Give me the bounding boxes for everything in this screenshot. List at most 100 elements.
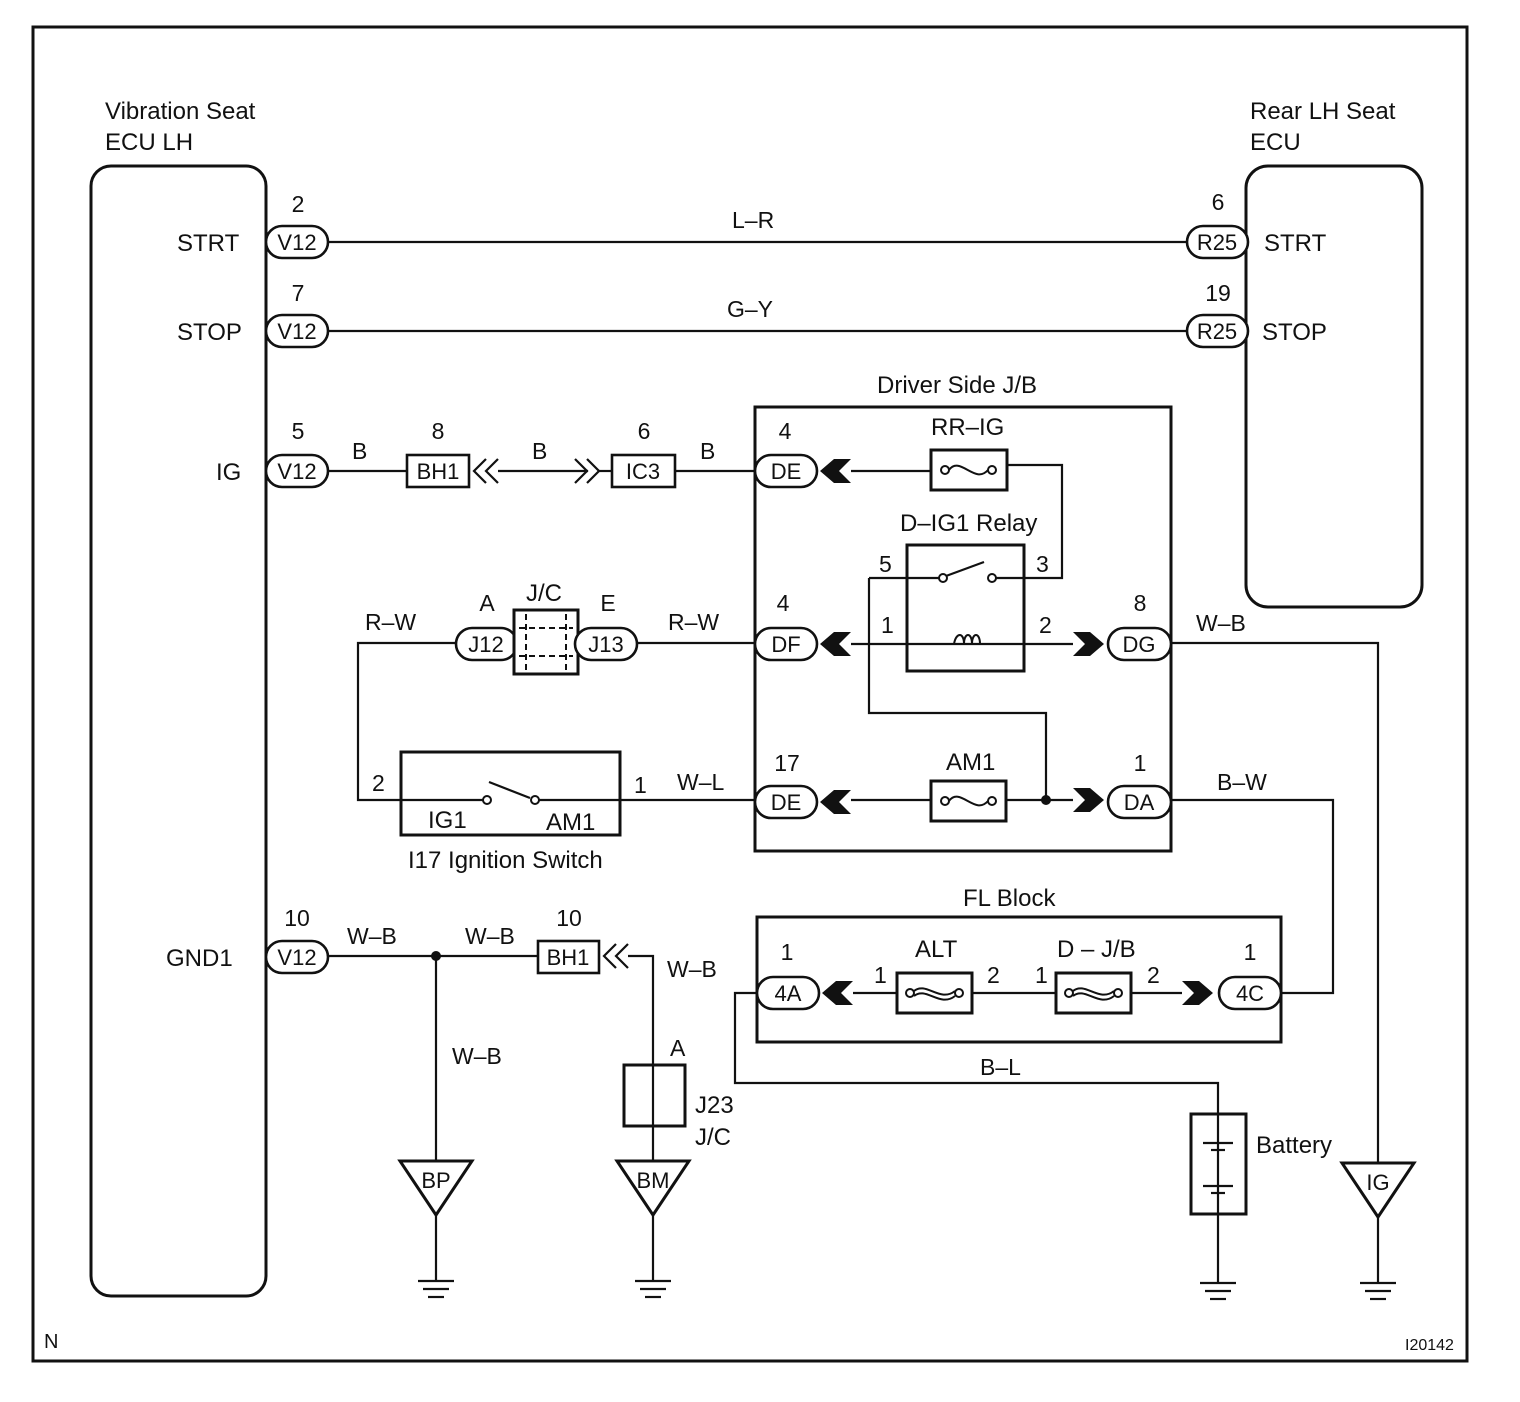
fuse-label-rr-ig: RR–IG xyxy=(931,414,1004,441)
svg-text:R25: R25 xyxy=(1197,319,1237,344)
pin-djb-1: 1 xyxy=(1035,962,1048,988)
terminal-stop-left: STOP xyxy=(177,319,242,346)
connector-de-bottom: DE xyxy=(753,784,819,820)
ground-ig: IG xyxy=(1339,1161,1417,1301)
connector-4a: 4A xyxy=(755,975,821,1011)
fuse-alt xyxy=(895,971,974,1015)
pin-r25-strt: 6 xyxy=(1212,189,1225,215)
svg-text:BP: BP xyxy=(421,1168,450,1193)
j23-label-line2: J/C xyxy=(695,1124,731,1151)
wire-label-dg: W–B xyxy=(1196,610,1246,636)
wire-label-strt: L–R xyxy=(732,207,774,233)
arrow-da xyxy=(1073,788,1104,812)
ignition-switch xyxy=(399,750,622,837)
pin-r25-stop: 19 xyxy=(1205,280,1231,306)
terminal-ig1: IG1 xyxy=(428,807,467,834)
wire-relay5-da-branch xyxy=(867,578,1048,800)
svg-text:IC3: IC3 xyxy=(626,459,660,484)
pin-bh1-gnd: 10 xyxy=(556,905,582,931)
connector-j12: J12 xyxy=(454,626,519,662)
pin-df: 4 xyxy=(777,590,790,616)
wire-label-gnd-1: W–B xyxy=(347,923,397,949)
wire-label-bw: B–W xyxy=(1217,769,1267,795)
corner-label-left: N xyxy=(44,1331,58,1353)
arrow-de-top xyxy=(820,459,851,483)
pin-4a: 1 xyxy=(781,939,794,965)
wire-rw-left xyxy=(356,641,456,802)
pin-j13: E xyxy=(600,590,615,616)
pin-relay-3: 3 xyxy=(1036,551,1049,577)
wire-label-gnd-4: W–B xyxy=(667,956,717,982)
svg-text:BM: BM xyxy=(637,1168,670,1193)
driver-side-jb xyxy=(753,405,1173,853)
ignition-switch-contact xyxy=(401,780,620,805)
svg-text:V12: V12 xyxy=(277,459,316,484)
svg-text:DE: DE xyxy=(771,459,802,484)
wire-label-ig-3: B xyxy=(700,438,715,464)
chevron-bh1-gnd xyxy=(602,943,629,969)
fuse-label-d-jb: D – J/B xyxy=(1057,936,1136,963)
connector-dg: DG xyxy=(1106,626,1173,662)
driver-side-jb-title: Driver Side J/B xyxy=(877,372,1037,399)
fl-block xyxy=(755,915,1283,1044)
chevron-bh1-left xyxy=(472,458,499,484)
wire-label-rw-left: R–W xyxy=(365,609,416,635)
connector-r25-stop: R25 xyxy=(1185,313,1250,349)
terminal-ig: IG xyxy=(216,459,241,486)
svg-text:BH1: BH1 xyxy=(417,459,460,484)
battery xyxy=(1189,1112,1248,1301)
pin-sw-2: 2 xyxy=(372,770,385,796)
pin-relay-2: 2 xyxy=(1039,612,1052,638)
connector-4c: 4C xyxy=(1217,975,1283,1011)
svg-text:V12: V12 xyxy=(277,319,316,344)
rear-ecu-title-line1: Rear LH Seat xyxy=(1250,98,1396,125)
connector-v12-stop: V12 xyxy=(264,313,330,349)
junction-connector-j23 xyxy=(622,1063,687,1128)
svg-text:V12: V12 xyxy=(277,945,316,970)
pin-djb-2: 2 xyxy=(1147,962,1160,988)
ecu-lh-title-line2: ECU LH xyxy=(105,129,193,156)
ground-bp: BP xyxy=(397,1159,475,1299)
wire-label-stop: G–Y xyxy=(727,296,773,322)
corner-label-right: I20142 xyxy=(1405,1337,1454,1354)
connector-v12-strt: V12 xyxy=(264,224,330,260)
terminal-am1-switch: AM1 xyxy=(546,809,595,836)
connector-df: DF xyxy=(753,626,819,662)
relay-switch-contact xyxy=(869,560,1024,583)
fl-block-title: FL Block xyxy=(963,885,1056,912)
rear-ecu-title-line2: ECU xyxy=(1250,129,1301,156)
diagram-frame xyxy=(31,25,1469,1363)
connector-ic3: IC3 xyxy=(610,453,677,489)
pin-ic3: 6 xyxy=(638,418,651,444)
terminal-stop-right: STOP xyxy=(1262,319,1327,346)
pin-bh1-ig: 8 xyxy=(432,418,445,444)
junction-connector-jc xyxy=(512,608,580,676)
pin-v12-ig: 5 xyxy=(292,418,305,444)
wire-label-bl: B–L xyxy=(980,1054,1021,1080)
arrow-dg xyxy=(1073,632,1104,656)
fuse-label-alt: ALT xyxy=(915,936,958,963)
fuse-am1 xyxy=(929,779,1008,823)
vibration-seat-ecu-lh xyxy=(89,164,268,1298)
pin-da: 1 xyxy=(1134,750,1147,776)
relay-label: D–IG1 Relay xyxy=(900,510,1037,537)
pin-alt-2: 2 xyxy=(987,962,1000,988)
svg-text:DF: DF xyxy=(771,632,800,657)
arrow-4c xyxy=(1182,981,1213,1005)
arrow-df xyxy=(820,632,851,656)
pin-j23-a: A xyxy=(670,1035,686,1061)
pin-v12-stop: 7 xyxy=(292,280,305,306)
pin-de-top: 4 xyxy=(779,418,792,444)
terminal-gnd1: GND1 xyxy=(166,945,233,972)
svg-text:J13: J13 xyxy=(588,632,623,657)
ignition-switch-label: I17 Ignition Switch xyxy=(408,847,603,874)
wire-bl xyxy=(733,991,1220,1114)
ecu-lh-title-line1: Vibration Seat xyxy=(105,98,256,125)
rear-lh-seat-ecu xyxy=(1244,164,1424,609)
wire-label-gnd-3: W–B xyxy=(452,1043,502,1069)
svg-text:R25: R25 xyxy=(1197,230,1237,255)
wire-label-ig-1: B xyxy=(352,438,367,464)
connector-bh1-gnd: BH1 xyxy=(536,939,601,975)
svg-text:DG: DG xyxy=(1123,632,1156,657)
pin-sw-1: 1 xyxy=(634,772,647,798)
